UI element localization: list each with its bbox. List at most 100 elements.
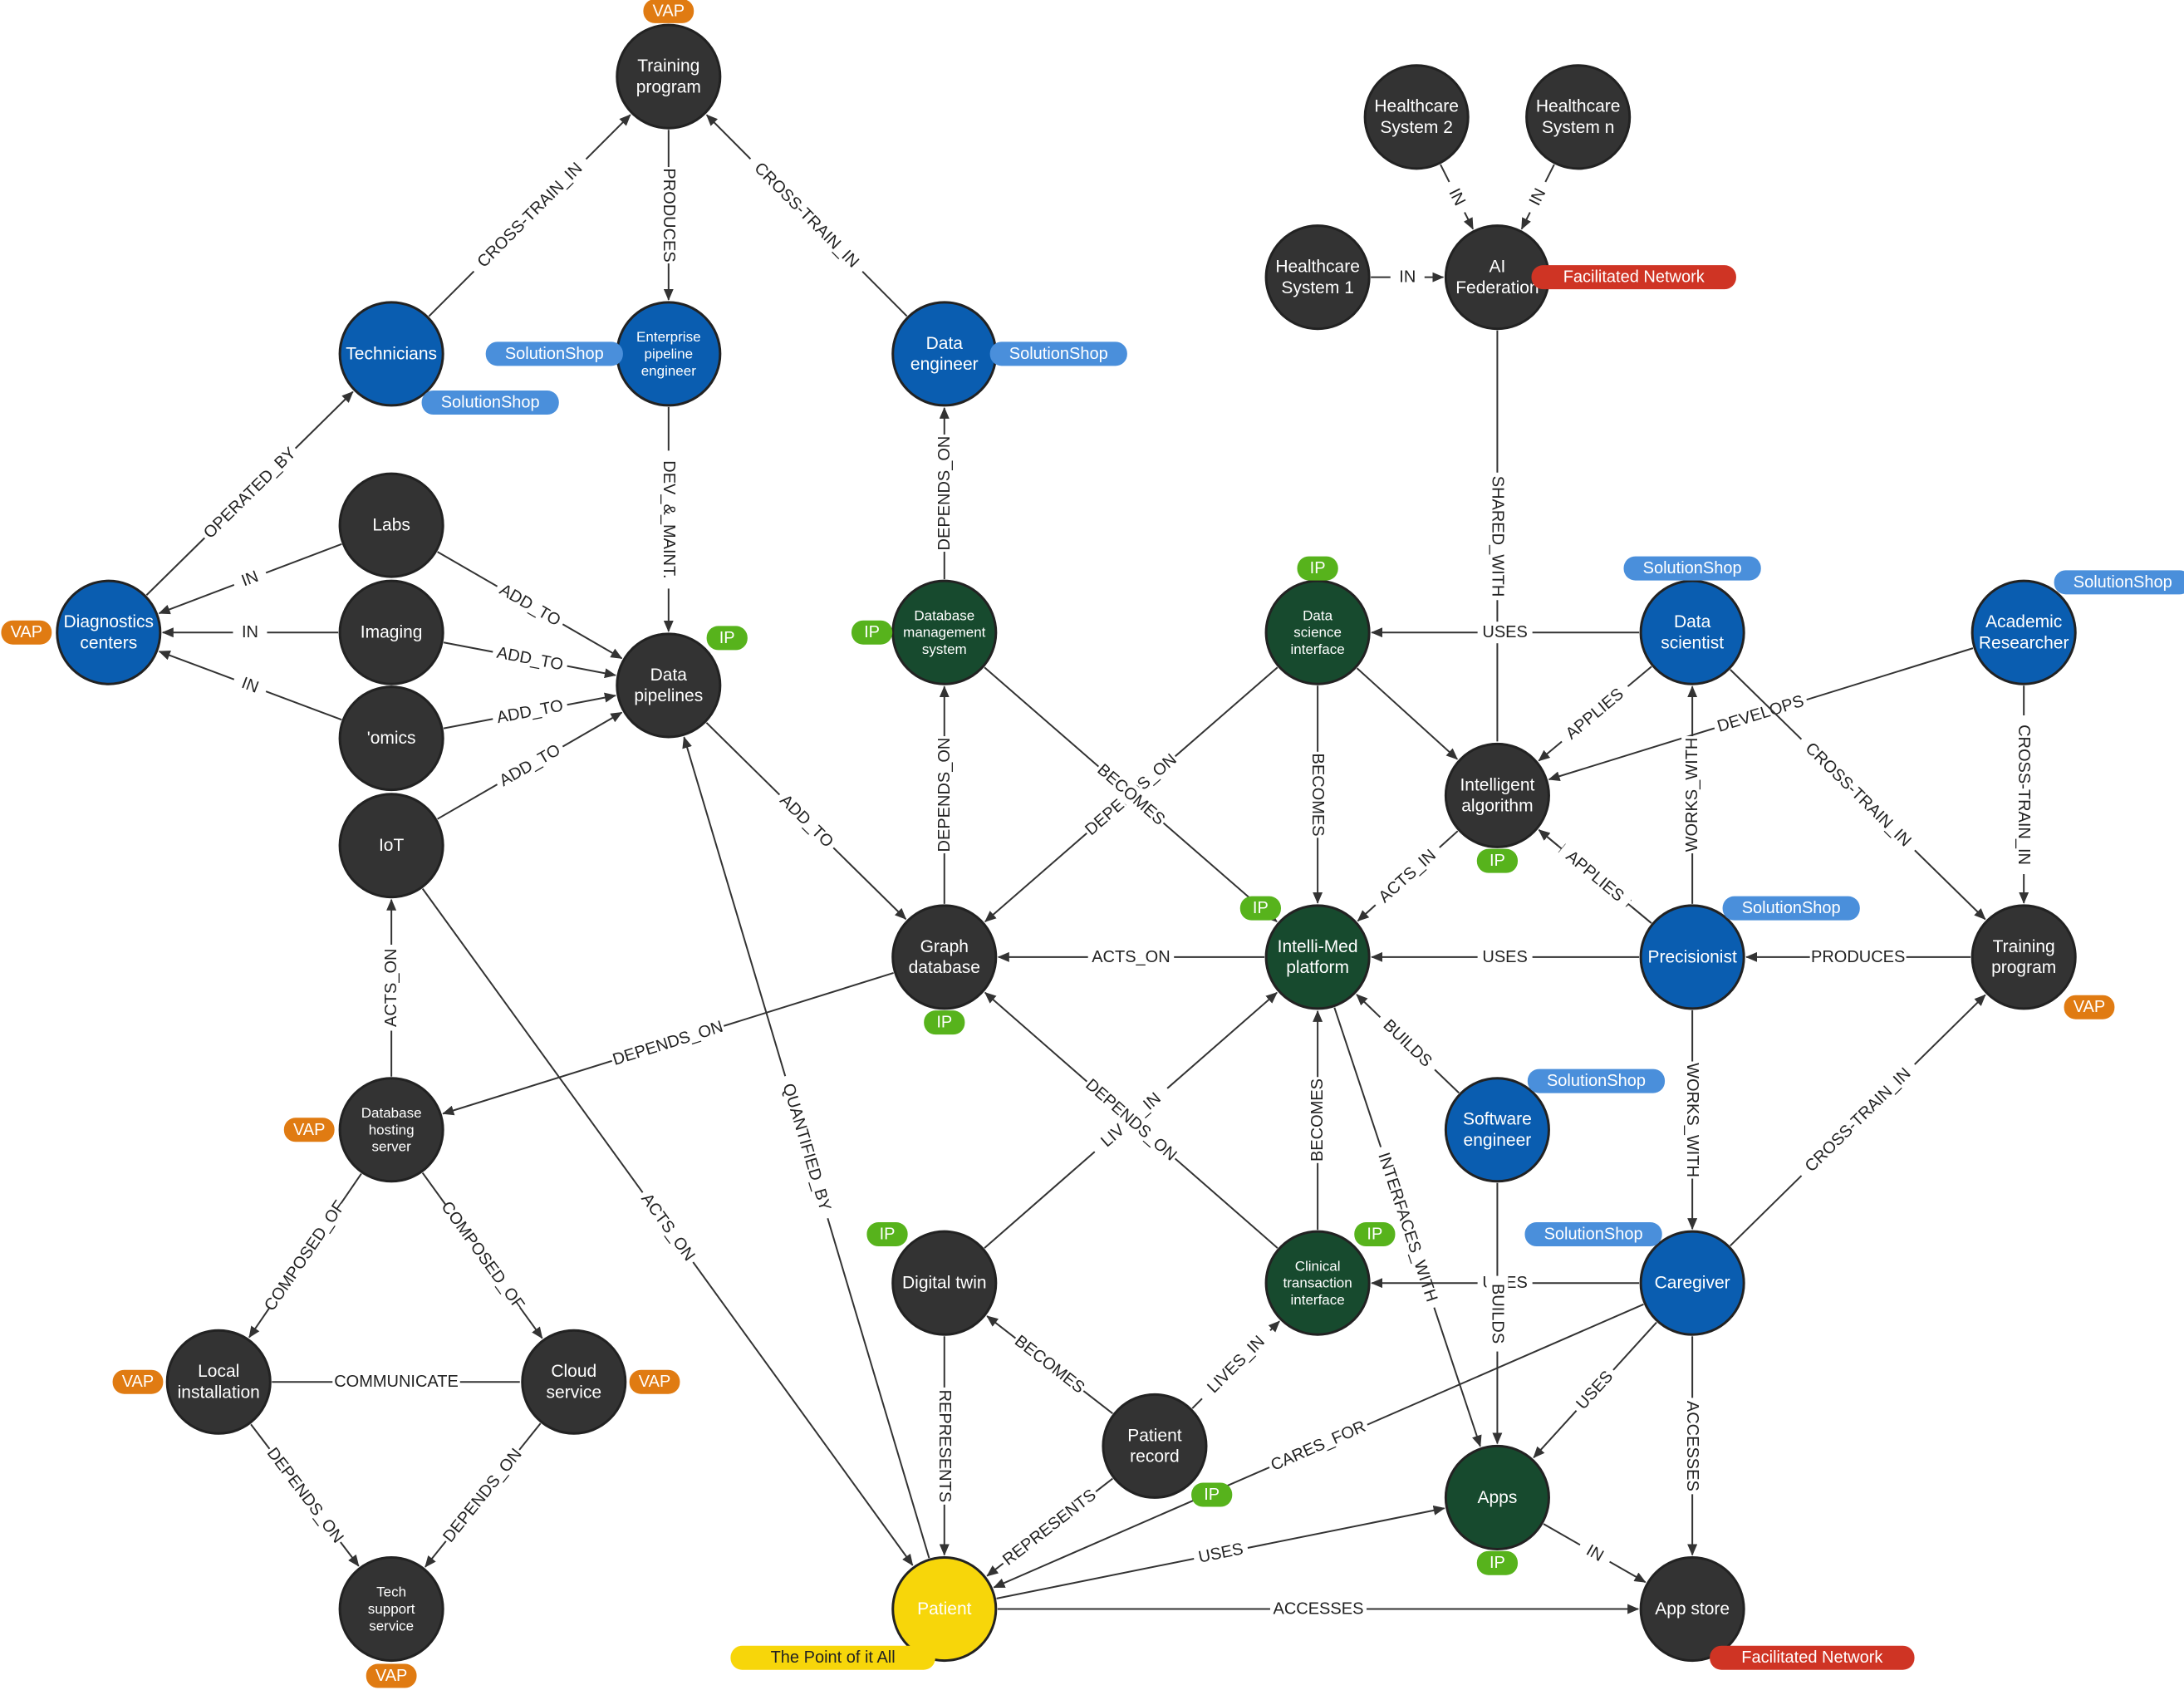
badge-ip: IP bbox=[1297, 556, 1338, 581]
edge-training_right-to-precisionist: PRODUCES bbox=[1745, 946, 1971, 968]
edge-label-group: ACCESSES bbox=[1269, 1598, 1367, 1620]
edge-label-bg bbox=[608, 1015, 728, 1072]
node-label: program bbox=[636, 77, 701, 96]
edge-label-bg bbox=[657, 167, 680, 264]
node-iot[interactable]: IoT bbox=[338, 793, 444, 899]
edge-digital_twin-to-patient: REPRESENTS bbox=[933, 1336, 955, 1556]
node-labs[interactable]: Labs bbox=[338, 472, 444, 578]
node-circle bbox=[338, 1077, 444, 1183]
edge-label: WORKS_WITH bbox=[1683, 738, 1701, 852]
edge-label: OPERATED_BY bbox=[200, 444, 300, 542]
badge-vap: VAP bbox=[1, 620, 52, 645]
edge-label-bg bbox=[1307, 1077, 1329, 1163]
edge-label-group: IN bbox=[1390, 266, 1425, 288]
edge-dbms-to-data_engineer: DEPENDS_ON bbox=[933, 406, 955, 580]
edge-label-group: BECOMES bbox=[1307, 751, 1329, 838]
node-label: service bbox=[369, 1618, 414, 1634]
badge-network: Facilitated Network bbox=[1710, 1645, 1915, 1670]
node-circle bbox=[1264, 1230, 1371, 1336]
node-label: management bbox=[903, 625, 986, 641]
node-omics[interactable]: 'omics bbox=[338, 685, 444, 792]
edge-label-bg bbox=[197, 440, 303, 546]
edge-precisionist-to-intellimed: USES bbox=[1371, 946, 1640, 968]
badge-label: VAP bbox=[375, 1667, 408, 1685]
edge-label-group: CARES_FOR bbox=[1264, 1414, 1372, 1477]
node-imaging[interactable]: Imaging bbox=[338, 579, 444, 685]
node-label: Clinical bbox=[1295, 1258, 1341, 1274]
edge-diagnostics-to-technicians: OPERATED_BY bbox=[145, 391, 354, 596]
edge-label-bg bbox=[261, 1442, 350, 1549]
edge-imaging-to-diagnostics: IN bbox=[161, 621, 339, 644]
node-label: Precisionist bbox=[1647, 947, 1737, 966]
edge-label-group: SHARED_WITH bbox=[1486, 472, 1509, 601]
edge-data_scientist-to-training_right: CROSS-TRAIN_IN bbox=[1730, 669, 1986, 921]
node-label: platform bbox=[1286, 958, 1349, 977]
edge-label-group: COMMUNICATE bbox=[332, 1371, 460, 1393]
edge-patient_record-to-cti: LIVES_IN bbox=[1191, 1320, 1280, 1409]
badge-label: SolutionShop bbox=[1009, 345, 1108, 363]
badge-ip: IP bbox=[1476, 1550, 1519, 1575]
node-label: Training bbox=[1993, 937, 2055, 956]
edge-label-group: IN bbox=[1439, 177, 1475, 218]
edge-label-bg bbox=[996, 1482, 1103, 1572]
edge-intelligent-to-intellimed: ACTS_IN bbox=[1357, 830, 1459, 922]
edge-label-group: APPLIES bbox=[1554, 678, 1635, 750]
badge-vap: VAP bbox=[366, 1663, 417, 1688]
badge-label: IP bbox=[1253, 899, 1269, 917]
edge-label: ADD_TO bbox=[497, 581, 564, 630]
edge-label-group: ADD_TO bbox=[490, 641, 570, 677]
node-circle bbox=[1639, 1556, 1745, 1663]
edge-label: USES bbox=[1482, 623, 1527, 641]
badge-bg bbox=[706, 626, 748, 651]
edge-label: DEPENDS_ON bbox=[935, 738, 954, 852]
node-label: database bbox=[909, 958, 980, 977]
badge-label: Facilitated Network bbox=[1741, 1648, 1883, 1667]
edge-label-group: REPRESENTS bbox=[996, 1482, 1103, 1572]
edge-academic-to-training_right: CROSS-TRAIN_IN bbox=[2013, 685, 2035, 904]
node-label: support bbox=[368, 1601, 415, 1617]
node-circle bbox=[165, 1329, 272, 1435]
node-label: Data bbox=[1303, 607, 1332, 623]
edge-label-bg bbox=[492, 737, 568, 794]
edge-label-bg bbox=[380, 945, 403, 1031]
edge-label-bg bbox=[492, 577, 568, 634]
edge-local_install-to-cloud: COMMUNICATE bbox=[272, 1371, 520, 1393]
badge-bg bbox=[1527, 1069, 1666, 1093]
node-label: Healthcare bbox=[1374, 97, 1459, 116]
edge-academic-to-intelligent: DEVELOPS bbox=[1548, 647, 1974, 782]
badge-label: The Point of it All bbox=[771, 1648, 896, 1667]
edge-label-group: COMPOSED_OF bbox=[436, 1197, 529, 1314]
edge-precisionist-to-intelligent: APPLIES bbox=[1538, 829, 1652, 924]
